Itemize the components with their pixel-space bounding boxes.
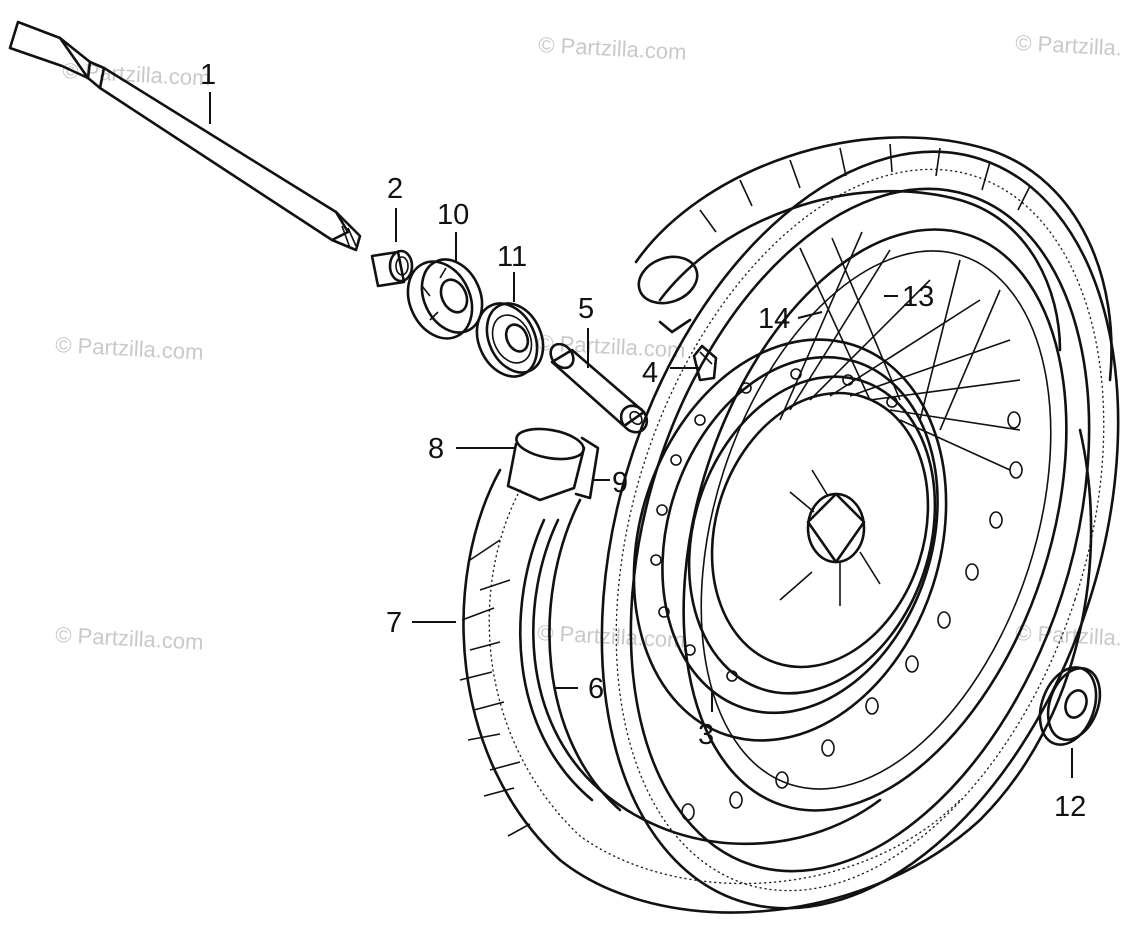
axle xyxy=(8,20,362,252)
watermark: © Partzilla.com xyxy=(55,332,204,365)
right-bearing xyxy=(1038,666,1102,746)
dust-seal xyxy=(406,258,484,340)
spokes xyxy=(779,231,1021,471)
leader-lines xyxy=(209,92,1073,778)
spacer xyxy=(370,249,414,288)
callout-10: 10 xyxy=(437,199,469,231)
callout-5: 5 xyxy=(578,293,594,325)
watermark: © Partzilla.com xyxy=(1015,620,1121,653)
watermark: © Partzilla.com xyxy=(55,622,204,655)
tire-upper xyxy=(634,136,1113,382)
wheel-hub xyxy=(632,338,948,742)
callouts: 1 2 10 11 5 4 8 9 7 6 3 12 13 14 xyxy=(200,59,1086,823)
callout-6: 6 xyxy=(588,673,604,705)
callout-13: 13 xyxy=(902,281,934,313)
hub-holes xyxy=(650,368,898,682)
callout-9: 9 xyxy=(612,467,628,499)
watermark: © Partzilla.com xyxy=(1015,30,1121,63)
callout-2: 2 xyxy=(387,173,403,205)
callout-12: 12 xyxy=(1054,791,1086,823)
distance-collar xyxy=(549,342,649,434)
callout-7: 7 xyxy=(386,607,402,639)
watermark: © Partzilla.com xyxy=(537,620,686,653)
tire-lower xyxy=(459,428,1093,914)
rim-band xyxy=(506,427,600,502)
callout-14: 14 xyxy=(758,303,790,335)
wheel-rim xyxy=(600,150,1120,910)
callout-11: 11 xyxy=(497,241,527,273)
bearing xyxy=(475,302,545,378)
inner-tube xyxy=(519,518,882,846)
callout-3: 3 xyxy=(698,719,714,751)
callout-4: 4 xyxy=(642,357,658,389)
callout-8: 8 xyxy=(428,433,444,465)
watermark: © Partzilla.com xyxy=(538,32,687,65)
callout-1: 1 xyxy=(200,59,216,91)
rim-holes xyxy=(681,411,1023,821)
